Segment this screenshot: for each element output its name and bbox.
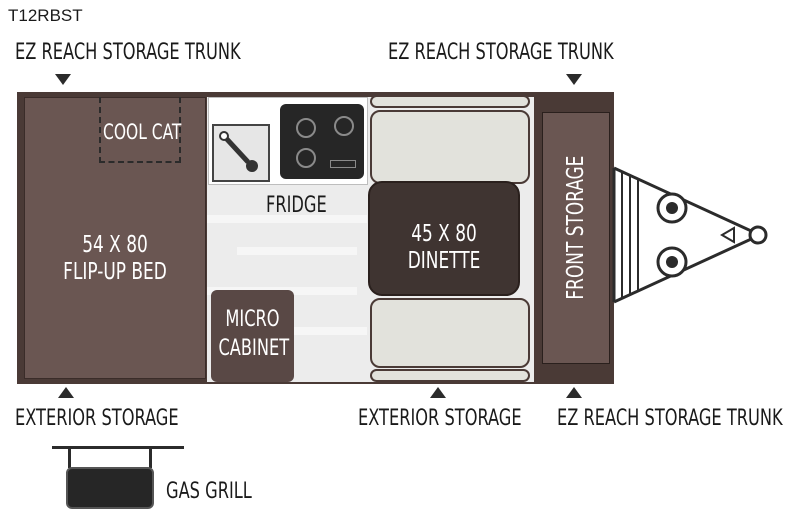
model-name: T12RBST [8, 6, 83, 25]
arrow-up-icon [430, 387, 446, 398]
arrow-down-icon [566, 74, 582, 85]
dinette-table: 45 X 80 DINETTE [368, 181, 520, 296]
label-exterior-storage-left: EXTERIOR STORAGE [15, 406, 179, 431]
gas-grill-label: GAS GRILL [166, 479, 252, 504]
dinette-size: 45 X 80 [411, 221, 477, 247]
micro-cabinet: MICRO CABINET [211, 290, 294, 382]
trailer-tongue-icon [612, 166, 768, 304]
seat-back-bottom [370, 369, 530, 382]
dinette-label: DINETTE [407, 248, 481, 274]
micro-label: MICRO [225, 307, 280, 332]
cool-cat-area [99, 97, 181, 163]
label-storage-trunk-top-left: EZ REACH STORAGE TRUNK [15, 40, 241, 65]
arrow-down-icon [55, 74, 71, 85]
front-storage [542, 112, 610, 364]
dinette-seat-bottom [370, 298, 530, 368]
seat-back-top [370, 95, 530, 108]
arrow-up-icon [566, 387, 582, 398]
bed-label: FLIP-UP BED [63, 259, 167, 285]
label-storage-trunk-top-right: EZ REACH STORAGE TRUNK [388, 40, 614, 65]
grill-mount-line [52, 446, 184, 449]
dinette-seat-top [370, 110, 530, 184]
stove-icon [280, 104, 364, 179]
flip-up-bed: 54 X 80 FLIP-UP BED [24, 97, 206, 379]
arrow-up-icon [58, 387, 74, 398]
fridge-label: FRIDGE [266, 193, 327, 218]
label-exterior-storage-middle: EXTERIOR STORAGE [358, 406, 522, 431]
bed-size: 54 X 80 [82, 232, 148, 258]
front-storage-label: FRONT STORAGE [563, 155, 589, 300]
cabinet-label: CABINET [218, 336, 290, 361]
label-storage-trunk-bottom-right: EZ REACH STORAGE TRUNK [557, 406, 783, 431]
cool-cat-label: COOL CAT [103, 120, 182, 144]
gas-grill-icon [66, 467, 154, 509]
sink-icon [212, 124, 270, 182]
